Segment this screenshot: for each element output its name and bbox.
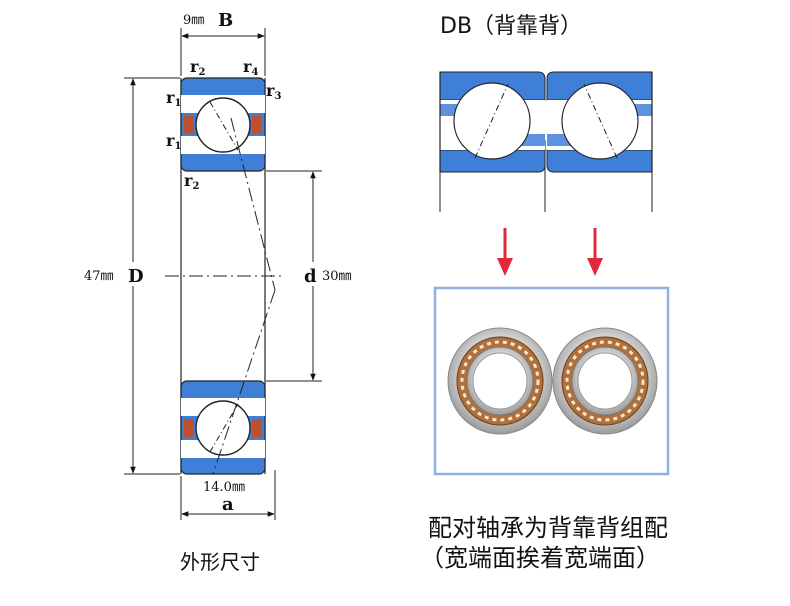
svg-text:r2: r2 — [190, 57, 205, 78]
dimension-d: d 30㎜ — [266, 170, 352, 382]
bearing-cross-section — [165, 77, 285, 475]
dimension-D: D 47㎜ — [84, 77, 180, 475]
photo-bearing-left — [447, 327, 553, 435]
svg-text:r3: r3 — [266, 81, 281, 102]
top-cage-right — [252, 116, 262, 134]
B-symbol: B — [218, 10, 233, 31]
bottom-cage-right — [252, 419, 262, 437]
arrow-right-head — [587, 258, 603, 276]
top-contact-line — [209, 101, 239, 151]
a-value: 14.0㎜ — [203, 480, 245, 495]
arrow-left-head — [497, 258, 513, 276]
db-title: DB（背靠背） — [440, 14, 583, 39]
bottom-cage-left — [184, 419, 194, 437]
radius-labels: r2 r4 r3 r1 r1 r2 — [166, 57, 281, 192]
D-symbol: D — [128, 266, 144, 287]
red-arrows — [497, 228, 603, 276]
description-line-2: （宽端面挨着宽端面） — [420, 544, 660, 572]
svg-text:r4: r4 — [243, 57, 258, 78]
dimension-B: 9㎜ B — [180, 10, 266, 76]
svg-text:r1: r1 — [166, 131, 181, 152]
bottom-ball — [195, 400, 251, 456]
bottom-section — [180, 380, 266, 475]
bottom-contact-line — [209, 403, 239, 453]
dimensions-caption: 外形尺寸 — [180, 550, 260, 574]
d-symbol: d — [304, 266, 317, 287]
B-value: 9㎜ — [183, 13, 204, 28]
bearing-photo — [433, 286, 670, 476]
db-bearing-left — [439, 71, 546, 173]
svg-text:r2: r2 — [184, 171, 199, 192]
photo-bearing-right — [552, 327, 658, 435]
top-cage-left — [184, 116, 194, 134]
d-value: 30㎜ — [322, 269, 352, 284]
db-bearing-right — [546, 71, 653, 173]
svg-text:r1: r1 — [166, 88, 181, 109]
db-pair-cross-section — [439, 71, 653, 212]
a-symbol: a — [222, 494, 234, 515]
description-line-1: 配对轴承为背靠背组配 — [428, 514, 668, 542]
dimension-a: 14.0㎜ a — [180, 470, 276, 520]
contact-angle-line-top — [230, 117, 276, 291]
top-section — [180, 77, 266, 172]
contact-angle-line-bottom — [212, 289, 276, 475]
D-value: 47㎜ — [84, 269, 114, 284]
